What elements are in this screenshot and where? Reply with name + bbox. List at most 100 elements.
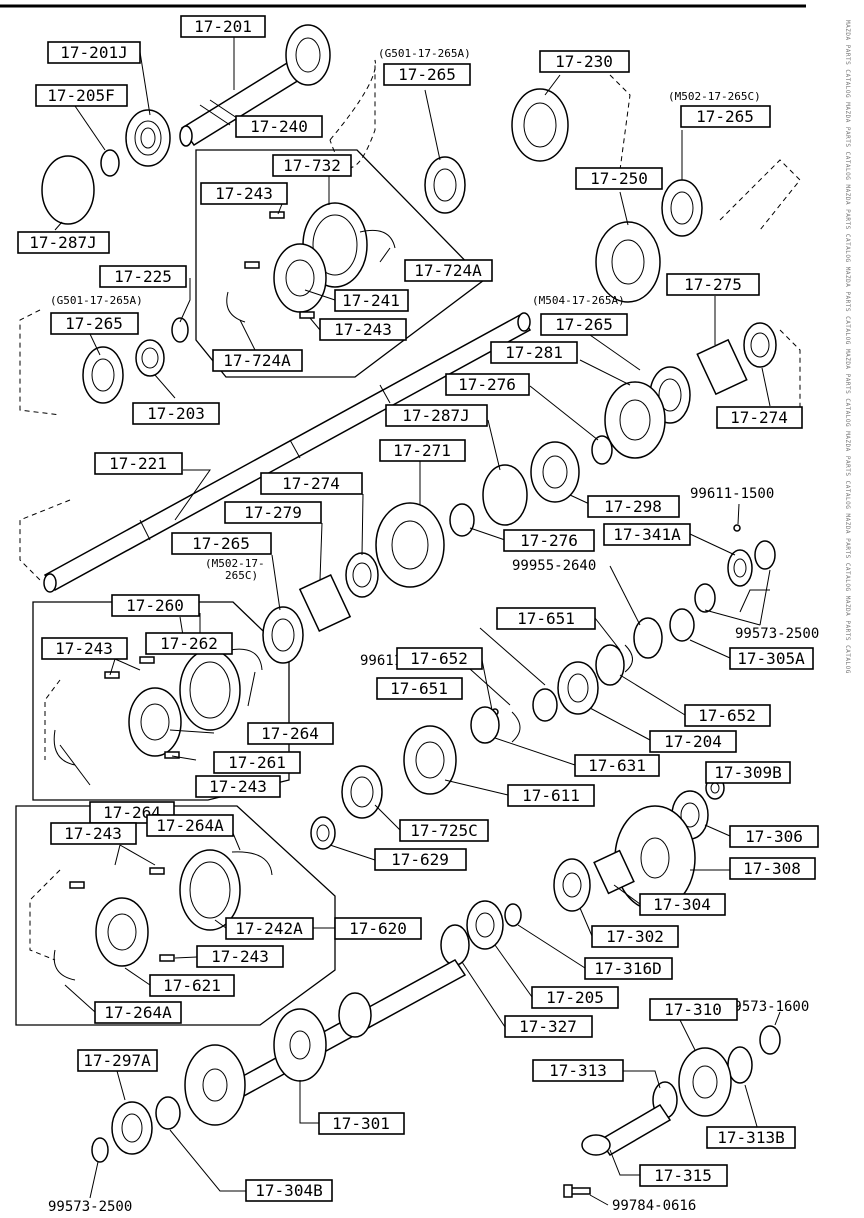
label-17-651-a[interactable]: 17-651 [496,607,596,630]
label-17-250[interactable]: 17-250 [575,167,663,190]
label-17-651-b[interactable]: 17-651 [376,677,463,700]
label-17-262[interactable]: 17-262 [145,632,233,655]
group-box-17-620 [15,805,336,1026]
label-17-264A-a[interactable]: 17-264A [146,814,234,837]
label-17-629[interactable]: 17-629 [374,848,467,871]
washer-17-276-a-part [591,435,613,465]
label-17-265-a[interactable]: 17-265 [50,312,139,335]
label-17-310[interactable]: 17-310 [649,998,738,1021]
label-17-327[interactable]: 17-327 [504,1015,593,1038]
label-17-611[interactable]: 17-611 [507,784,595,807]
label-17-724A-a[interactable]: 17-724A [404,259,493,282]
dash-guide-230 [609,74,631,171]
label-17-260[interactable]: 17-260 [111,594,200,617]
label-17-205F[interactable]: 17-205F [35,84,128,107]
label-17-276-a[interactable]: 17-276 [445,373,530,396]
label-17-201J[interactable]: 17-201J [47,41,141,64]
svg-text:17-316D: 17-316D [594,959,661,978]
label-17-652-a[interactable]: 17-652 [396,647,483,670]
label-17-203[interactable]: 17-203 [132,402,220,425]
label-17-264-a[interactable]: 17-264 [247,722,334,745]
label-17-341A[interactable]: 17-341A [603,523,691,546]
label-17-243-a[interactable]: 17-243 [200,182,288,205]
svg-text:17-205F: 17-205F [47,86,114,105]
svg-text:17-313: 17-313 [549,1061,607,1080]
label-17-631[interactable]: 17-631 [574,754,660,777]
bearing-17-201J-part [125,109,171,167]
label-17-243-c[interactable]: 17-243 [41,637,128,660]
label-17-243-d[interactable]: 17-243 [195,775,281,798]
label-17-302[interactable]: 17-302 [591,925,679,948]
label-17-724A-b[interactable]: 17-724A [212,349,303,372]
label-17-275[interactable]: 17-275 [666,273,760,296]
dash-guide-input [329,59,376,169]
label-17-620[interactable]: 17-620 [334,917,422,940]
label-17-264A-b[interactable]: 17-264A [94,1001,182,1024]
label-17-308[interactable]: 17-308 [729,857,816,880]
label-17-230[interactable]: 17-230 [539,50,630,73]
label-17-309B[interactable]: 17-309B [705,761,791,784]
snap-ring-99573-1600-part [759,1025,781,1055]
label-17-281[interactable]: 17-281 [490,341,578,364]
label-17-316D[interactable]: 17-316D [584,957,673,980]
label-17-287J-b[interactable]: 17-287J [385,404,488,427]
label-17-301[interactable]: 17-301 [318,1112,405,1135]
label-17-732[interactable]: 17-732 [272,154,352,177]
label-17-243-e[interactable]: 17-243 [50,822,137,845]
svg-text:17-265: 17-265 [65,314,123,333]
ring-17-327-part [440,924,470,966]
label-17-243-b[interactable]: 17-243 [319,318,407,341]
label-17-652-b[interactable]: 17-652 [684,704,771,727]
part-number-99611-1500-a: 99611-1500 [690,486,774,502]
label-17-240[interactable]: 17-240 [235,115,323,138]
label-17-279[interactable]: 17-279 [224,501,322,524]
side-watermark: MAZDA PARTS CATALOG MAZDA PARTS CATALOG … [844,20,851,674]
label-17-201[interactable]: 17-201 [180,15,266,38]
label-17-274-b[interactable]: 17-274 [260,472,363,495]
label-17-205[interactable]: 17-205 [531,986,619,1009]
svg-text:17-621: 17-621 [163,976,221,995]
label-17-265-e[interactable]: 17-265 [171,532,272,555]
part-number-99573-2500-b: 99573-2500 [48,1199,132,1214]
label-17-306[interactable]: 17-306 [729,825,819,848]
spring-17-264-b-part [53,729,76,766]
label-17-243-f[interactable]: 17-243 [196,945,284,968]
label-17-725C[interactable]: 17-725C [399,819,489,842]
label-17-271[interactable]: 17-271 [379,439,466,462]
label-17-265-d[interactable]: 17-265 [540,313,628,336]
label-17-304B[interactable]: 17-304B [245,1179,333,1202]
svg-text:17-724A: 17-724A [414,261,482,280]
label-17-242A[interactable]: 17-242A [225,917,314,940]
label-17-274-a[interactable]: 17-274 [716,406,803,429]
svg-text:17-230: 17-230 [555,52,613,71]
synchro-ring-17-265-upper-part [424,156,466,214]
label-17-225[interactable]: 17-225 [99,265,187,288]
ring-99955-2640-part [633,617,663,659]
label-17-287J-a[interactable]: 17-287J [17,231,110,254]
label-17-265-b[interactable]: 17-265 [383,63,471,86]
needle-bearing-17-274-a-part [743,322,777,368]
label-17-315[interactable]: 17-315 [639,1164,728,1187]
label-17-313[interactable]: 17-313 [532,1059,624,1082]
svg-text:17-243: 17-243 [211,947,269,966]
label-17-241[interactable]: 17-241 [334,289,409,312]
label-17-265-c[interactable]: 17-265 [680,105,771,128]
label-17-298[interactable]: 17-298 [587,495,680,518]
svg-text:17-262: 17-262 [160,634,218,653]
key-17-243-f-part [149,867,165,875]
dash-guide-main [19,499,71,581]
spring-17-264-a-part [229,648,263,671]
label-17-297A[interactable]: 17-297A [77,1049,158,1072]
label-17-221[interactable]: 17-221 [94,452,183,475]
label-17-621[interactable]: 17-621 [149,974,235,997]
svg-text:17-243: 17-243 [209,777,267,796]
label-17-305A[interactable]: 17-305A [729,647,814,670]
label-17-261[interactable]: 17-261 [213,751,301,774]
label-17-304[interactable]: 17-304 [639,893,726,916]
label-17-313B[interactable]: 17-313B [706,1126,796,1149]
ring-17-287J-part [41,155,95,225]
label-17-276-b[interactable]: 17-276 [503,529,595,552]
part-number-99573-2500-a: 99573-2500 [735,626,819,642]
label-17-204[interactable]: 17-204 [649,730,737,753]
countershaft-17-301-part [184,959,467,1126]
